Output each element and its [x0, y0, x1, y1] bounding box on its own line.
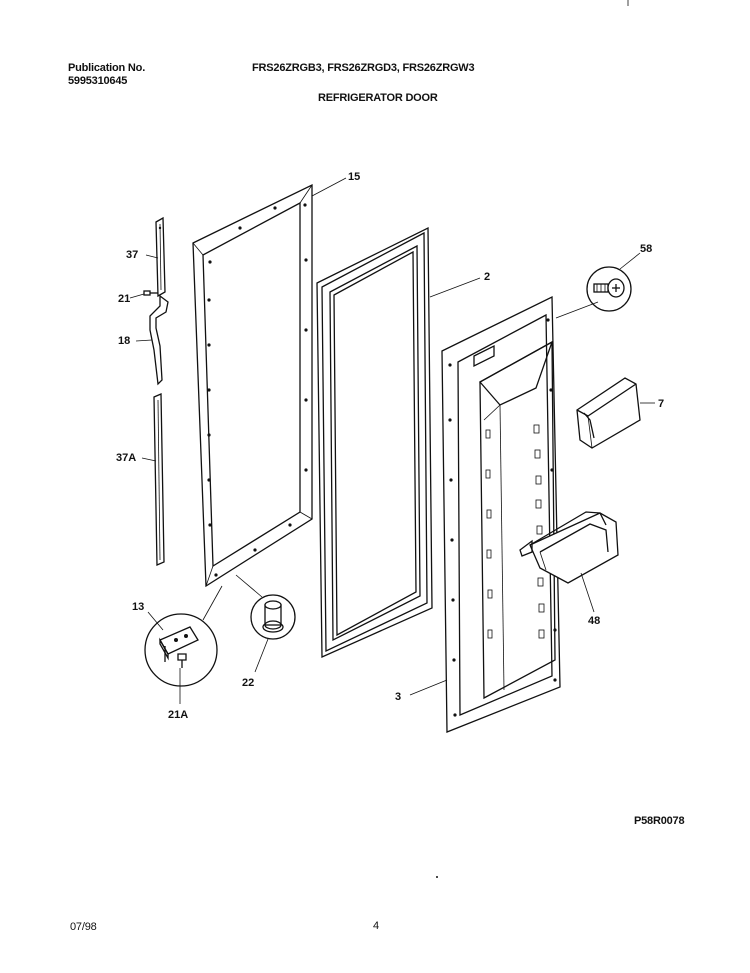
leader-21 — [129, 293, 145, 299]
callout-37a: 37A — [116, 452, 136, 464]
page-number: 4 — [373, 920, 379, 932]
model-numbers: FRS26ZRGB3, FRS26ZRGD3, FRS26ZRGW3 — [252, 62, 475, 74]
callout-7: 7 — [658, 398, 664, 410]
part-15-door-frame — [192, 183, 313, 588]
diagram-code: P58R0078 — [634, 815, 685, 827]
part-2-door-gasket — [316, 226, 433, 658]
callout-21a: 21A — [168, 709, 188, 721]
callout-15: 15 — [348, 171, 360, 183]
publication-label: Publication No. — [68, 62, 146, 74]
stray-dot — [436, 876, 438, 878]
callout-22: 22 — [242, 677, 254, 689]
callout-18: 18 — [118, 335, 130, 347]
leader-13 — [147, 611, 164, 631]
publication-number: 5995310645 — [68, 75, 128, 87]
part-13-hinge-detail — [144, 613, 218, 687]
callout-48: 48 — [588, 615, 600, 627]
leader-37a — [141, 457, 157, 462]
part-18-hinge-bracket — [149, 294, 169, 386]
part-22-bushing-detail — [250, 594, 296, 640]
part-37a-lower-trim — [153, 393, 165, 566]
callout-58: 58 — [640, 243, 652, 255]
leader-15 — [311, 177, 347, 197]
leader-58-liner — [555, 301, 599, 319]
callout-37: 37 — [126, 249, 138, 261]
leader-22 — [254, 638, 269, 673]
leader-3-liner — [409, 679, 448, 696]
leader-48 — [580, 572, 595, 613]
leader-18 — [135, 339, 153, 342]
part-3-door-liner — [441, 295, 561, 733]
part-21-screw — [143, 290, 158, 296]
part-37-upper-trim — [155, 216, 166, 298]
callout-13: 13 — [132, 601, 144, 613]
leader-2 — [429, 277, 481, 298]
leader-22-detail — [235, 574, 263, 598]
leader-13-detail — [202, 585, 223, 621]
part-7-end-cap — [576, 377, 641, 449]
leader-58 — [619, 252, 641, 270]
revision-date: 07/98 — [70, 921, 97, 933]
section-title: REFRIGERATOR DOOR — [318, 92, 438, 104]
callout-3: 3 — [395, 691, 401, 703]
callout-21: 21 — [118, 293, 130, 305]
part-48-door-bin — [519, 511, 619, 584]
part-58-screw-detail — [586, 266, 632, 312]
leader-37 — [145, 254, 159, 259]
callout-2: 2 — [484, 271, 490, 283]
